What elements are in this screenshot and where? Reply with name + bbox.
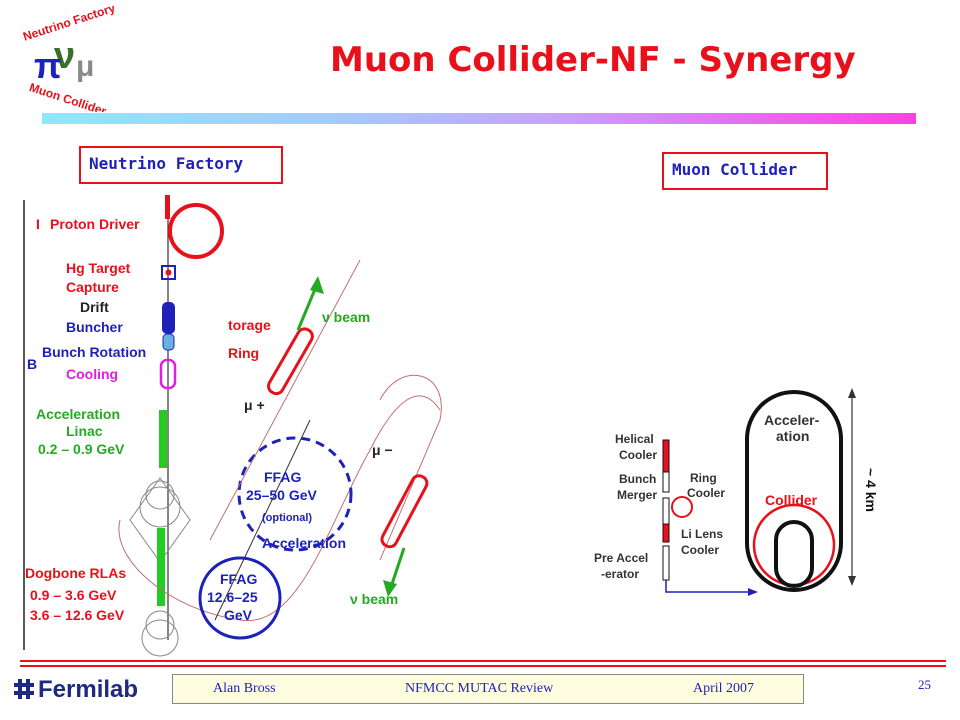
storage-ring-straight-upper: [267, 327, 314, 396]
footer-event: NFMCC MUTAC Review: [405, 681, 554, 696]
bunch-rotation-label: Bunch Rotation: [42, 344, 146, 360]
storage-ring-straight-lower: [380, 474, 429, 549]
ffag-big-label-3: (optional): [262, 512, 312, 524]
hg-target-box: [161, 265, 176, 280]
pre-accelerator-element: [662, 545, 670, 581]
footer-box: Alan Bross NFMCC MUTAC Review April 2007: [172, 674, 804, 704]
buncher-label: Buncher: [66, 319, 123, 335]
li-lens-label-2: Cooler: [681, 543, 719, 557]
dogbone-bottom-loop-a: [145, 610, 175, 640]
acceleration-linac-label-2: Linac: [66, 423, 103, 439]
transfer-line: [118, 395, 441, 622]
fermilab-wordmark: Fermilab: [38, 676, 139, 703]
dogbone-top-loop-b: [139, 486, 181, 528]
ring-cooler-element: [671, 496, 693, 518]
bunch-rotation-element: [162, 333, 175, 351]
proton-driver-linac: [165, 195, 170, 219]
ffag-small-label-2: 12.6–25: [207, 589, 258, 605]
nu-beam-arrowhead-top: [310, 276, 324, 294]
buncher-element: [162, 302, 175, 334]
nu-beam-bottom-label: ν beam: [350, 591, 398, 607]
hg-target-dot: [165, 269, 172, 276]
bunch-merger-element: [662, 471, 670, 493]
bunch-merger-label-2: Merger: [617, 488, 657, 502]
ffag-small-ring: [198, 556, 282, 640]
transfer-line-arrowhead: [748, 588, 758, 596]
ffag-small-label-3: GeV: [224, 607, 253, 623]
fermilab-icon: [14, 679, 34, 699]
size-label: ~ 4 km: [863, 468, 879, 512]
dogbone-label: Dogbone RLAs: [25, 565, 126, 581]
page-number: 25: [918, 677, 931, 692]
collider-label: Collider: [765, 492, 818, 508]
hg-target-label: Hg Target: [66, 260, 131, 276]
proton-driver-label: Proton Driver: [50, 216, 140, 232]
bunch-merger-label-1: Bunch: [619, 472, 656, 486]
ring-cooler-label-2: Cooler: [687, 486, 725, 500]
neutrino-factory-diagram: I B Proton Driver Hg Target Capture Drif…: [23, 195, 442, 657]
pre-accelerator-label-2: -erator: [601, 567, 639, 581]
acceleration-ring-label-1: Acceler-: [764, 412, 820, 428]
li-lens-element: [662, 523, 670, 543]
transfer-line-to-accel: [665, 580, 750, 593]
storage-label-2: Ring: [228, 345, 259, 361]
accelerator-ring: [745, 390, 843, 592]
footer-rule-top: [20, 660, 946, 662]
storage-ring-outline: [209, 259, 442, 561]
muon-collider-diagram: ~ 4 km Helical Cooler Bunch Merger Ring …: [594, 388, 879, 596]
logo-mu-glyph: μ: [76, 50, 94, 83]
li-lens-label-1: Li Lens: [681, 527, 723, 541]
left-cut-I: I: [36, 216, 40, 232]
fermilab-logo: Fermilab: [14, 676, 138, 704]
linac-element: [159, 410, 167, 468]
footer-rule-bottom: [20, 665, 946, 667]
dogbone-bottom-loop-b: [141, 619, 179, 657]
collider-inner-ring: [774, 520, 814, 588]
neutrino-factory-label: Neutrino Factory: [79, 146, 283, 184]
acceleration-linac-label-3: 0.2 – 0.9 GeV: [38, 441, 125, 457]
ffag-big-ring: [237, 436, 353, 552]
logo-nu-glyph: ν: [54, 35, 75, 77]
footer-date: April 2007: [693, 681, 755, 696]
mu-plus-label: μ +: [244, 397, 265, 413]
chain-link-element: [662, 497, 670, 525]
capture-label: Capture: [66, 279, 119, 295]
cooling-label: Cooling: [66, 366, 118, 382]
size-arrowhead-bottom: [848, 576, 856, 586]
helical-cooler-label-2: Cooler: [619, 448, 657, 462]
dogbone-energy-1: 0.9 – 3.6 GeV: [30, 587, 117, 603]
muon-collider-label: Muon Collider: [662, 152, 828, 190]
size-arrowhead-top: [848, 388, 856, 398]
ffag-small-label-1: FFAG: [220, 571, 257, 587]
storage-label-1: torage: [228, 317, 271, 333]
ring-cooler-label-1: Ring: [690, 471, 717, 485]
nu-beam-top-label: ν beam: [322, 309, 370, 325]
page-title: Muon Collider-NF - Synergy: [330, 40, 856, 80]
footer-author: Alan Bross: [213, 681, 276, 696]
helical-cooler-label-1: Helical: [615, 432, 654, 446]
dogbone-shape: [129, 477, 191, 563]
left-cut-B: B: [27, 356, 37, 372]
drift-label: Drift: [80, 299, 109, 315]
pre-accelerator-label-1: Pre Accel: [594, 551, 648, 565]
cooling-element: [159, 358, 177, 390]
ffag-big-label-2: 25–50 GeV: [246, 487, 317, 503]
dogbone-energy-2: 3.6 – 12.6 GeV: [30, 607, 125, 623]
helical-cooler-element: [662, 439, 670, 473]
nu-beam-arrowhead-bottom: [383, 580, 397, 597]
acceleration-linac-label-1: Acceleration: [36, 406, 120, 422]
nf-mc-logo: Neutrino Factory ν π μ Muon Collider: [21, 6, 117, 112]
title-gradient-bar: [42, 113, 916, 124]
proton-driver-ring: [168, 203, 224, 259]
mu-minus-label: μ −: [372, 442, 393, 458]
ffag-big-label-1: FFAG: [264, 469, 301, 485]
dogbone-top-loop-a: [145, 480, 175, 510]
acceleration-ring-label-2: ation: [776, 428, 809, 444]
logo-pi-glyph: π: [34, 45, 62, 86]
acceleration-label: Acceleration: [262, 535, 346, 551]
collider-ring: [752, 503, 836, 587]
dogbone-linac: [157, 528, 165, 606]
storage-ring-straight-a: [214, 419, 311, 621]
